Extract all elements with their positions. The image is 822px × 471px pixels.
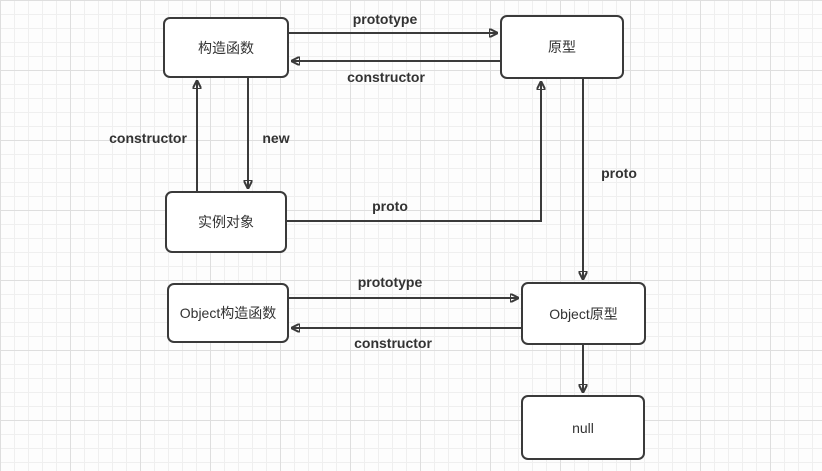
edge-label-constructor-top: constructor (347, 69, 425, 85)
node-null[interactable]: null (521, 395, 645, 460)
edge-label-prototype-top: prototype (352, 11, 418, 27)
node-object-prototype[interactable]: Object原型 (521, 282, 646, 345)
edge-label-proto-instance: proto (372, 198, 408, 214)
node-object-constructor[interactable]: Object构造函数 (167, 283, 289, 343)
node-constructor-fn[interactable]: 构造函数 (163, 17, 289, 78)
node-prototype[interactable]: 原型 (500, 15, 624, 79)
node-instance[interactable]: 实例对象 (165, 191, 287, 253)
edge-label-constructor-bottom: constructor (354, 335, 432, 351)
edge-label-prototype-bottom: prototype (357, 274, 423, 290)
edge-proto-instance (287, 83, 541, 222)
edge-label-proto-right: proto (601, 165, 637, 181)
edge-label-new: new (262, 130, 290, 146)
edge-label-constructor-left: constructor (109, 130, 187, 146)
